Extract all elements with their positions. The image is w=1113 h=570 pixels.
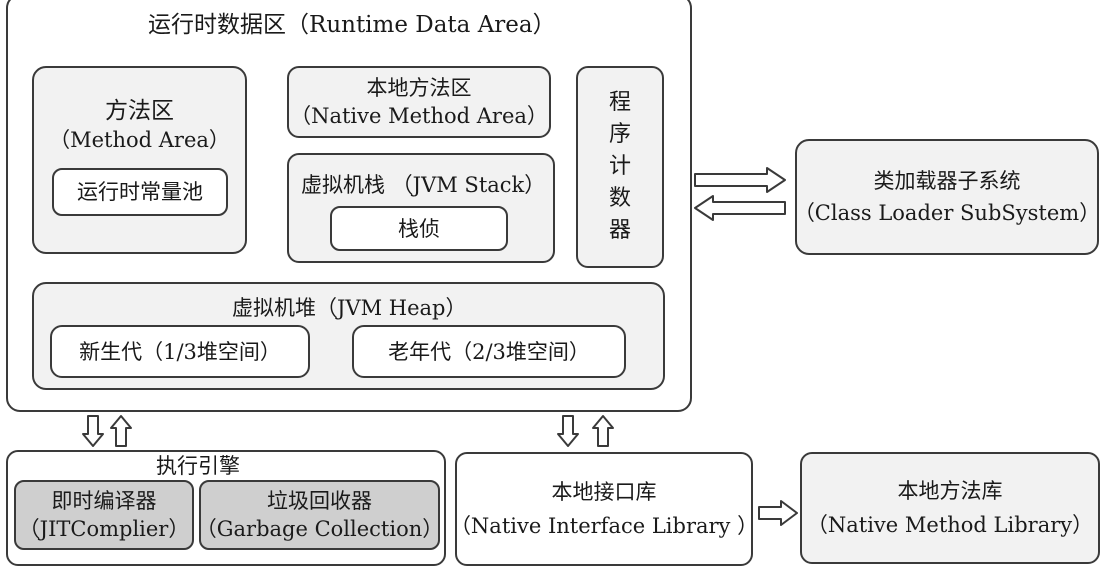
old-generation-label: 老年代（2/3堆空间） — [388, 339, 590, 364]
program-counter-char-2: 序 — [608, 122, 631, 147]
program-counter-char-5: 器 — [608, 218, 631, 243]
class-loader-subsystem: 类加载器子系统 （Class Loader SubSystem） — [793, 139, 1101, 255]
young-generation-label: 新生代（1/3堆空间） — [79, 339, 281, 364]
stack-frame: 栈侦 — [330, 206, 508, 251]
execution-engine-title: 执行引擎 — [156, 454, 240, 478]
method-area: 方法区 （Method Area） — [32, 66, 247, 254]
native-method-library-title-en: （Native Method Library） — [806, 513, 1094, 537]
native-method-area-title-en: （Native Method Area） — [290, 104, 548, 128]
method-area-title-en: （Method Area） — [49, 128, 230, 152]
arrow-down-to-native-interface — [557, 415, 579, 447]
jvm-stack-title: 虚拟机栈 （JVM Stack） — [301, 173, 546, 197]
runtime-data-area-title: 运行时数据区（Runtime Data Area） — [148, 12, 556, 38]
garbage-collector-title-cn: 垃圾回收器 — [267, 489, 372, 513]
stack-frame-label: 栈侦 — [398, 216, 440, 241]
program-counter: 程 序 计 数 器 — [576, 66, 664, 268]
program-counter-char-4: 数 — [608, 186, 631, 211]
garbage-collector-title-en: （Garbage Collection） — [195, 517, 444, 541]
runtime-constant-pool-label: 运行时常量池 — [77, 180, 203, 204]
native-method-area: 本地方法区 （Native Method Area） — [287, 66, 551, 138]
arrow-right-to-native-method-library — [758, 500, 798, 526]
young-generation: 新生代（1/3堆空间） — [50, 325, 310, 378]
class-loader-title-en: （Class Loader SubSystem） — [793, 201, 1101, 225]
jvm-heap-title: 虚拟机堆（JVM Heap） — [232, 296, 467, 320]
jit-compiler: 即时编译器 （JITComplier） — [14, 480, 194, 550]
jit-compiler-title-en: （JITComplier） — [18, 517, 190, 541]
arrow-up-from-execution-engine — [110, 415, 132, 447]
native-method-library-title-cn: 本地方法库 — [897, 479, 1003, 503]
native-method-library: 本地方法库 （Native Method Library） — [800, 452, 1100, 564]
arrow-down-to-execution-engine — [82, 415, 104, 447]
native-method-area-title-cn: 本地方法区 — [366, 76, 472, 100]
program-counter-char-3: 计 — [608, 154, 631, 179]
program-counter-char-1: 程 — [608, 90, 631, 115]
arrow-up-from-native-interface — [592, 415, 614, 447]
class-loader-title-cn: 类加载器子系统 — [873, 169, 1021, 193]
arrow-right-to-class-loader — [694, 167, 786, 193]
jit-compiler-title-cn: 即时编译器 — [51, 489, 157, 513]
old-generation: 老年代（2/3堆空间） — [352, 325, 626, 378]
native-interface-title-en: （Native Interface Library ） — [449, 514, 759, 538]
garbage-collector: 垃圾回收器 （Garbage Collection） — [196, 480, 443, 550]
method-area-title-cn: 方法区 — [105, 98, 174, 124]
native-interface-title-cn: 本地接口库 — [551, 480, 657, 504]
runtime-constant-pool: 运行时常量池 — [52, 168, 228, 216]
arrow-left-from-class-loader — [694, 195, 786, 221]
native-interface-library: 本地接口库 （Native Interface Library ） — [450, 452, 758, 566]
